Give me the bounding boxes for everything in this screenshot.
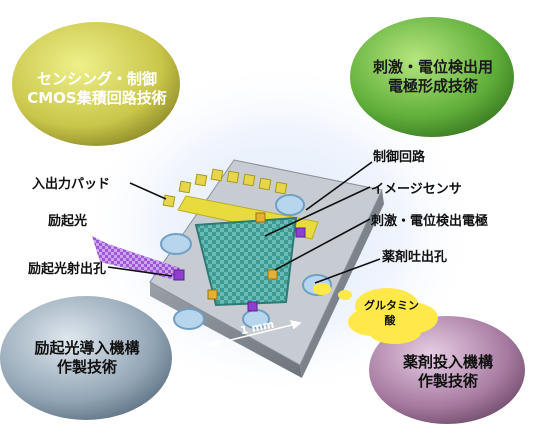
leader-electrode <box>274 218 371 271</box>
electrode-pad <box>255 212 266 223</box>
excitation-hole <box>173 269 185 281</box>
label-control-circuit: 制御回路 <box>373 150 426 165</box>
leader-lines <box>107 161 381 284</box>
leader-io <box>129 182 167 200</box>
light-hole <box>247 301 258 312</box>
leader-hole <box>107 266 173 277</box>
bubble-bottom-right-line1: 薬剤投入機構 <box>402 353 493 371</box>
bubble-bottom-right-shape <box>369 316 525 424</box>
glutamate-cloud <box>313 283 438 344</box>
bubble-top-left: センシング・制御 CMOS集積回路技術 <box>16 70 178 108</box>
bubble-bottom-left: 励起光導入機構 作製技術 <box>6 339 168 377</box>
leader-image-sensor <box>264 186 371 237</box>
label-glutamate: グルタミン 酸 <box>364 298 419 329</box>
io-pad <box>162 194 176 208</box>
io-pad <box>226 170 240 184</box>
electrode-pad <box>207 289 218 300</box>
bubble-bottom-left-line1: 励起光導入機構 <box>34 339 140 357</box>
label-glutamate-line1: グルタミン <box>364 299 419 312</box>
bubble-top-right-shape <box>350 17 514 137</box>
electrode-pad <box>267 269 278 280</box>
chip-side <box>150 282 302 378</box>
io-pad <box>242 173 256 187</box>
io-pad <box>194 173 208 187</box>
leader-control <box>305 161 373 211</box>
bubble-bottom-right: 薬剤投入機構 作製技術 <box>370 353 526 391</box>
label-excitation-hole: 励起光射出孔 <box>28 262 107 277</box>
excitation-light-beam <box>92 236 180 280</box>
chip-side-right <box>300 190 384 378</box>
io-pad <box>210 168 224 182</box>
leader-drug <box>314 258 381 284</box>
bubble-top-right: 刺激・電位検出用 電極形成技術 <box>352 58 514 96</box>
label-image-sensor: イメージセンサ <box>371 182 462 197</box>
io-pads <box>162 168 288 208</box>
well <box>173 308 205 330</box>
label-excitation-light: 励起光 <box>48 214 88 229</box>
well <box>275 194 305 216</box>
bubble-top-right-line1: 刺激・電位検出用 <box>372 58 493 76</box>
scale-bar <box>208 319 302 348</box>
well <box>160 233 192 255</box>
bubble-top-left-line2: CMOS集積回路技術 <box>27 88 167 107</box>
label-glutamate-line2: 酸 <box>384 314 396 328</box>
bubble-bottom-left-line2: 作製技術 <box>56 357 117 376</box>
label-io-pad: 入出力パッド <box>32 177 111 192</box>
light-hole <box>295 227 306 238</box>
label-drug-hole: 薬剤吐出孔 <box>382 250 448 265</box>
bubble-top-left-shape <box>12 22 180 146</box>
io-pad <box>274 181 288 195</box>
bubble-bottom-left-shape <box>0 296 172 420</box>
io-pad <box>178 180 192 194</box>
bubble-bottom-right-line2: 作製技術 <box>417 371 478 390</box>
bubble-top-right-line2: 電極形成技術 <box>387 76 478 95</box>
bubble-top-left-line1: センシング・制御 <box>36 70 157 88</box>
io-pad <box>258 177 272 191</box>
electrodes <box>207 212 278 300</box>
label-electrode: 刺激・電位検出電極 <box>371 214 489 229</box>
light-holes <box>247 227 306 312</box>
